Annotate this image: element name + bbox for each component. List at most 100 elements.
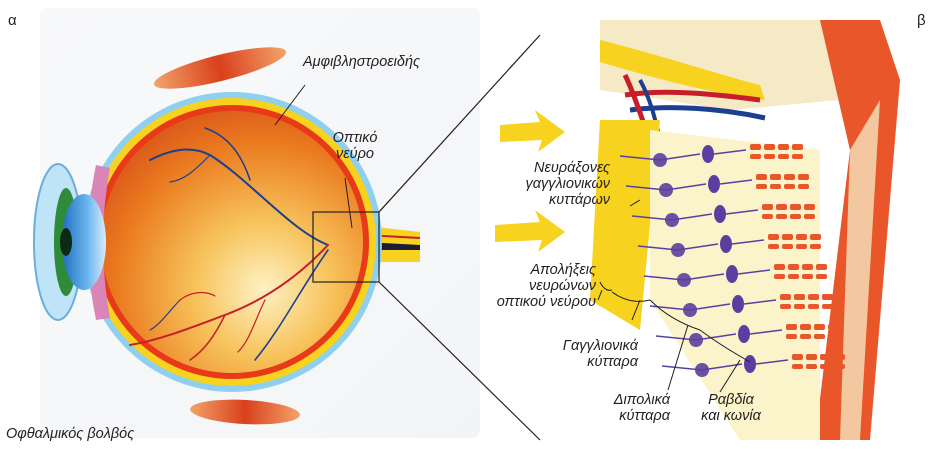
cone	[792, 154, 803, 159]
cone	[762, 214, 773, 219]
rod	[776, 204, 787, 210]
bipolar-cell	[702, 145, 714, 163]
cone	[820, 364, 831, 369]
rod	[806, 354, 817, 360]
rod	[796, 234, 807, 240]
label-endings-line3: οπτικού νεύρου	[470, 294, 596, 310]
bipolar-cell	[726, 265, 738, 283]
label-endings: Απολήξεις νευρώνων οπτικού νεύρου	[470, 262, 596, 310]
label-rods-line2: και κωνία	[686, 408, 776, 424]
cone	[784, 184, 795, 189]
rod	[810, 234, 821, 240]
rod	[792, 354, 803, 360]
label-ganglion-line2: κύτταρα	[520, 354, 638, 370]
label-bipolar-cells: Διπολικά κύτταρα	[570, 392, 670, 424]
rod	[784, 174, 795, 180]
rod	[794, 294, 805, 300]
label-optic-nerve: Οπτικό νεύρο	[325, 130, 385, 162]
cone	[792, 364, 803, 369]
rod	[778, 144, 789, 150]
rod	[804, 204, 815, 210]
rod	[774, 264, 785, 270]
arrow-bottom	[495, 210, 565, 252]
cone	[790, 214, 801, 219]
cone	[778, 154, 789, 159]
bipolar-cell	[720, 235, 732, 253]
cone	[764, 154, 775, 159]
rod	[800, 324, 811, 330]
label-retina: Αμφιβληστροειδής	[303, 54, 420, 70]
cone	[788, 274, 799, 279]
cone	[774, 274, 785, 279]
rod	[764, 144, 775, 150]
rod	[816, 264, 827, 270]
cone	[828, 334, 839, 339]
rod	[792, 144, 803, 150]
rod	[762, 204, 773, 210]
cone	[770, 184, 781, 189]
rod	[770, 174, 781, 180]
label-bipolar-line2: κύτταρα	[570, 408, 670, 424]
rod	[768, 234, 779, 240]
cone	[834, 364, 845, 369]
panel-label-b: β	[917, 12, 926, 29]
label-optic-nerve-line2: νεύρο	[325, 146, 385, 162]
rod	[750, 144, 761, 150]
rod	[786, 324, 797, 330]
cone	[808, 304, 819, 309]
cone	[804, 214, 815, 219]
rod	[834, 354, 845, 360]
cone	[798, 184, 809, 189]
label-endings-line2: νευρώνων	[470, 278, 596, 294]
label-axons: Νευράξονες γαγγλιονικών κυττάρων	[490, 160, 610, 208]
label-bipolar-line1: Διπολικά	[570, 392, 670, 408]
cone	[800, 334, 811, 339]
cone	[796, 244, 807, 249]
cone	[814, 334, 825, 339]
arrow-top	[500, 110, 565, 152]
label-rods-cones: Ραβδία και κωνία	[686, 392, 776, 424]
cone	[756, 184, 767, 189]
cone	[816, 274, 827, 279]
rod	[822, 294, 833, 300]
cone	[780, 304, 791, 309]
bipolar-cell	[708, 175, 720, 193]
cone	[822, 304, 833, 309]
rod	[802, 264, 813, 270]
label-axons-line3: κυττάρων	[490, 192, 610, 208]
bipolar-cell	[732, 295, 744, 313]
rod	[828, 324, 839, 330]
cone	[806, 364, 817, 369]
cone	[794, 304, 805, 309]
label-axons-line1: Νευράξονες	[490, 160, 610, 176]
label-endings-line1: Απολήξεις	[470, 262, 596, 278]
rod	[814, 324, 825, 330]
panel-label-a: α	[8, 12, 17, 29]
bipolar-cell	[744, 355, 756, 373]
cone	[750, 154, 761, 159]
cone	[810, 244, 821, 249]
rod	[788, 264, 799, 270]
label-optic-nerve-line1: Οπτικό	[325, 130, 385, 146]
rod	[820, 354, 831, 360]
label-ganglion-cells: Γαγγλιονικά κύτταρα	[520, 338, 638, 370]
rod	[808, 294, 819, 300]
label-rods-line1: Ραβδία	[686, 392, 776, 408]
rod	[780, 294, 791, 300]
cone	[782, 244, 793, 249]
rod	[782, 234, 793, 240]
label-axons-line2: γαγγλιονικών	[490, 176, 610, 192]
bipolar-cell	[738, 325, 750, 343]
cone	[786, 334, 797, 339]
cone	[768, 244, 779, 249]
label-eyeball: Οφθαλμικός βολβός	[6, 426, 134, 442]
bipolar-cell	[714, 205, 726, 223]
vitreous	[101, 111, 363, 373]
rod	[790, 204, 801, 210]
rod	[756, 174, 767, 180]
rod	[798, 174, 809, 180]
cone	[776, 214, 787, 219]
cone	[802, 274, 813, 279]
